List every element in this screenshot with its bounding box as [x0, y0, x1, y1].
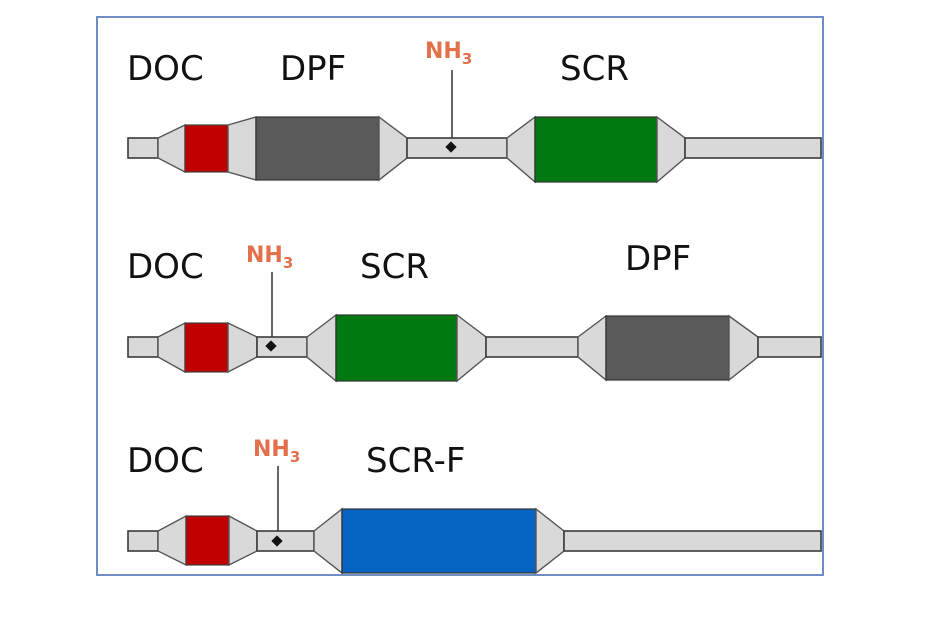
label-doc-row2: DOC: [127, 247, 204, 287]
label-scr-row1: SCR: [560, 49, 629, 89]
dpf-block-row2: [605, 315, 730, 381]
dpf-outlet-cone-row1: [378, 115, 408, 182]
dpf-inlet-cone-row2: [577, 314, 607, 382]
scr-outlet-cone-row2: [456, 313, 487, 383]
mid-pipe-b-row2: [485, 336, 579, 358]
inlet-pipe-row2: [127, 336, 159, 358]
row-3-doc-scrf: DOC SCR-F NH3: [127, 437, 822, 575]
scr-inlet-cone-row2: [306, 313, 337, 383]
label-scr-row2: SCR: [360, 247, 429, 287]
inlet-pipe-row1: [127, 137, 159, 159]
label-dpf-row2: DPF: [625, 239, 691, 279]
scrf-inlet-cone-row3: [313, 507, 343, 575]
label-nh3-row3: NH3: [253, 437, 300, 466]
row-1-doc-dpf-scr: DOC DPF SCR NH3: [127, 39, 822, 184]
scrf-block-row3: [341, 508, 537, 574]
nh3-injector-point-row1: [445, 141, 457, 153]
doc-inlet-cone-row2: [157, 321, 186, 374]
nh3-injector-point-row3: [271, 535, 283, 547]
doc-block-row3: [185, 515, 230, 566]
dpf-outlet-cone-row2: [728, 314, 759, 382]
doc-outlet-cone-row2: [227, 321, 258, 374]
scr-block-row1: [534, 116, 658, 183]
label-nh3-row1: NH3: [425, 39, 472, 68]
diagram-frame: [96, 16, 824, 576]
row-2-doc-scr-dpf: DOC SCR DPF NH3: [127, 239, 822, 383]
label-doc-row3: DOC: [127, 441, 204, 481]
outlet-pipe-row3: [563, 530, 822, 552]
mid-pipe-a-row2: [256, 336, 308, 358]
scr-outlet-cone-row1: [656, 115, 686, 184]
dpf-inlet-cone-row1: [227, 116, 257, 181]
doc-inlet-cone-row3: [157, 514, 187, 567]
doc-inlet-cone-row1: [157, 123, 186, 174]
outlet-pipe-row2: [757, 336, 822, 358]
doc-block-row2: [184, 322, 229, 373]
label-nh3-row2: NH3: [246, 243, 293, 272]
scr-inlet-cone-row1: [506, 115, 536, 184]
nh3-injector-point-row2: [265, 340, 277, 352]
scrf-outlet-cone-row3: [535, 507, 565, 575]
inlet-pipe-row3: [127, 530, 159, 552]
outlet-pipe-row1: [684, 137, 822, 159]
doc-outlet-cone-row3: [228, 514, 258, 567]
label-scrf-row3: SCR-F: [366, 441, 465, 481]
mid-pipe-row3: [256, 530, 315, 552]
scr-block-row2: [335, 314, 458, 382]
label-doc-row1: DOC: [127, 49, 204, 89]
mid-pipe-row1: [406, 137, 508, 159]
dpf-block-row1: [255, 116, 380, 181]
label-dpf-row1: DPF: [280, 49, 346, 89]
doc-block-row1: [184, 124, 229, 173]
